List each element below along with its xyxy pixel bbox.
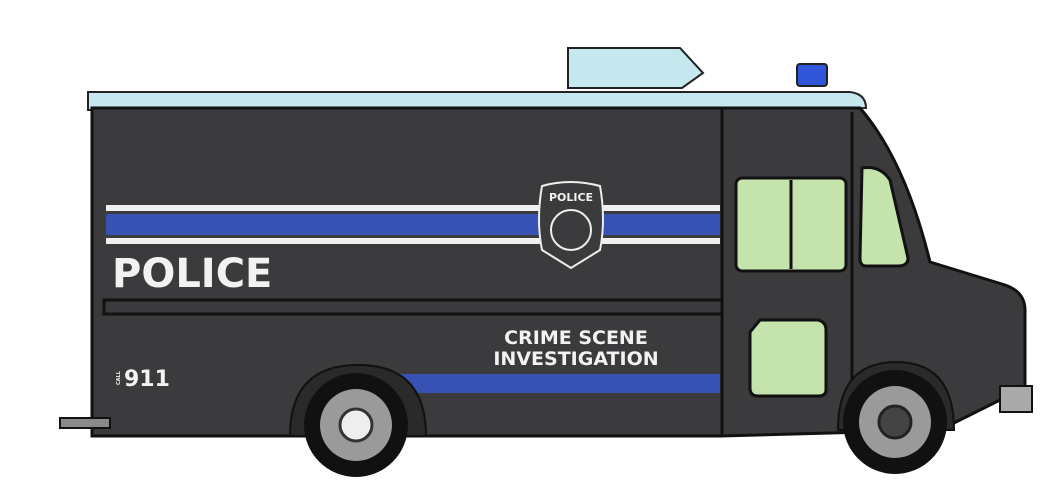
lower-door-window	[748, 318, 828, 398]
number-label: 911	[124, 367, 170, 392]
side-label: POLICE	[112, 251, 272, 297]
white-stripe-bottom	[106, 238, 720, 244]
white-stripe-top	[106, 205, 720, 211]
roof	[87, 91, 868, 112]
rear-wheel	[288, 363, 428, 477]
unit-label-line2: INVESTIGATION	[493, 348, 658, 370]
beacon-icon	[796, 63, 828, 87]
front-bumper	[999, 385, 1033, 413]
blue-stripe	[106, 214, 720, 235]
badge-label: POLICE	[549, 191, 593, 204]
rear-step	[59, 417, 111, 429]
unit-label-line1: CRIME SCENE	[504, 327, 648, 349]
roof-light-bar	[567, 47, 705, 89]
windshield	[858, 166, 910, 268]
police-badge-icon	[538, 181, 604, 270]
front-wheel	[836, 360, 956, 474]
lower-blue-stripe	[400, 374, 720, 393]
call-label: CALL	[116, 370, 122, 385]
